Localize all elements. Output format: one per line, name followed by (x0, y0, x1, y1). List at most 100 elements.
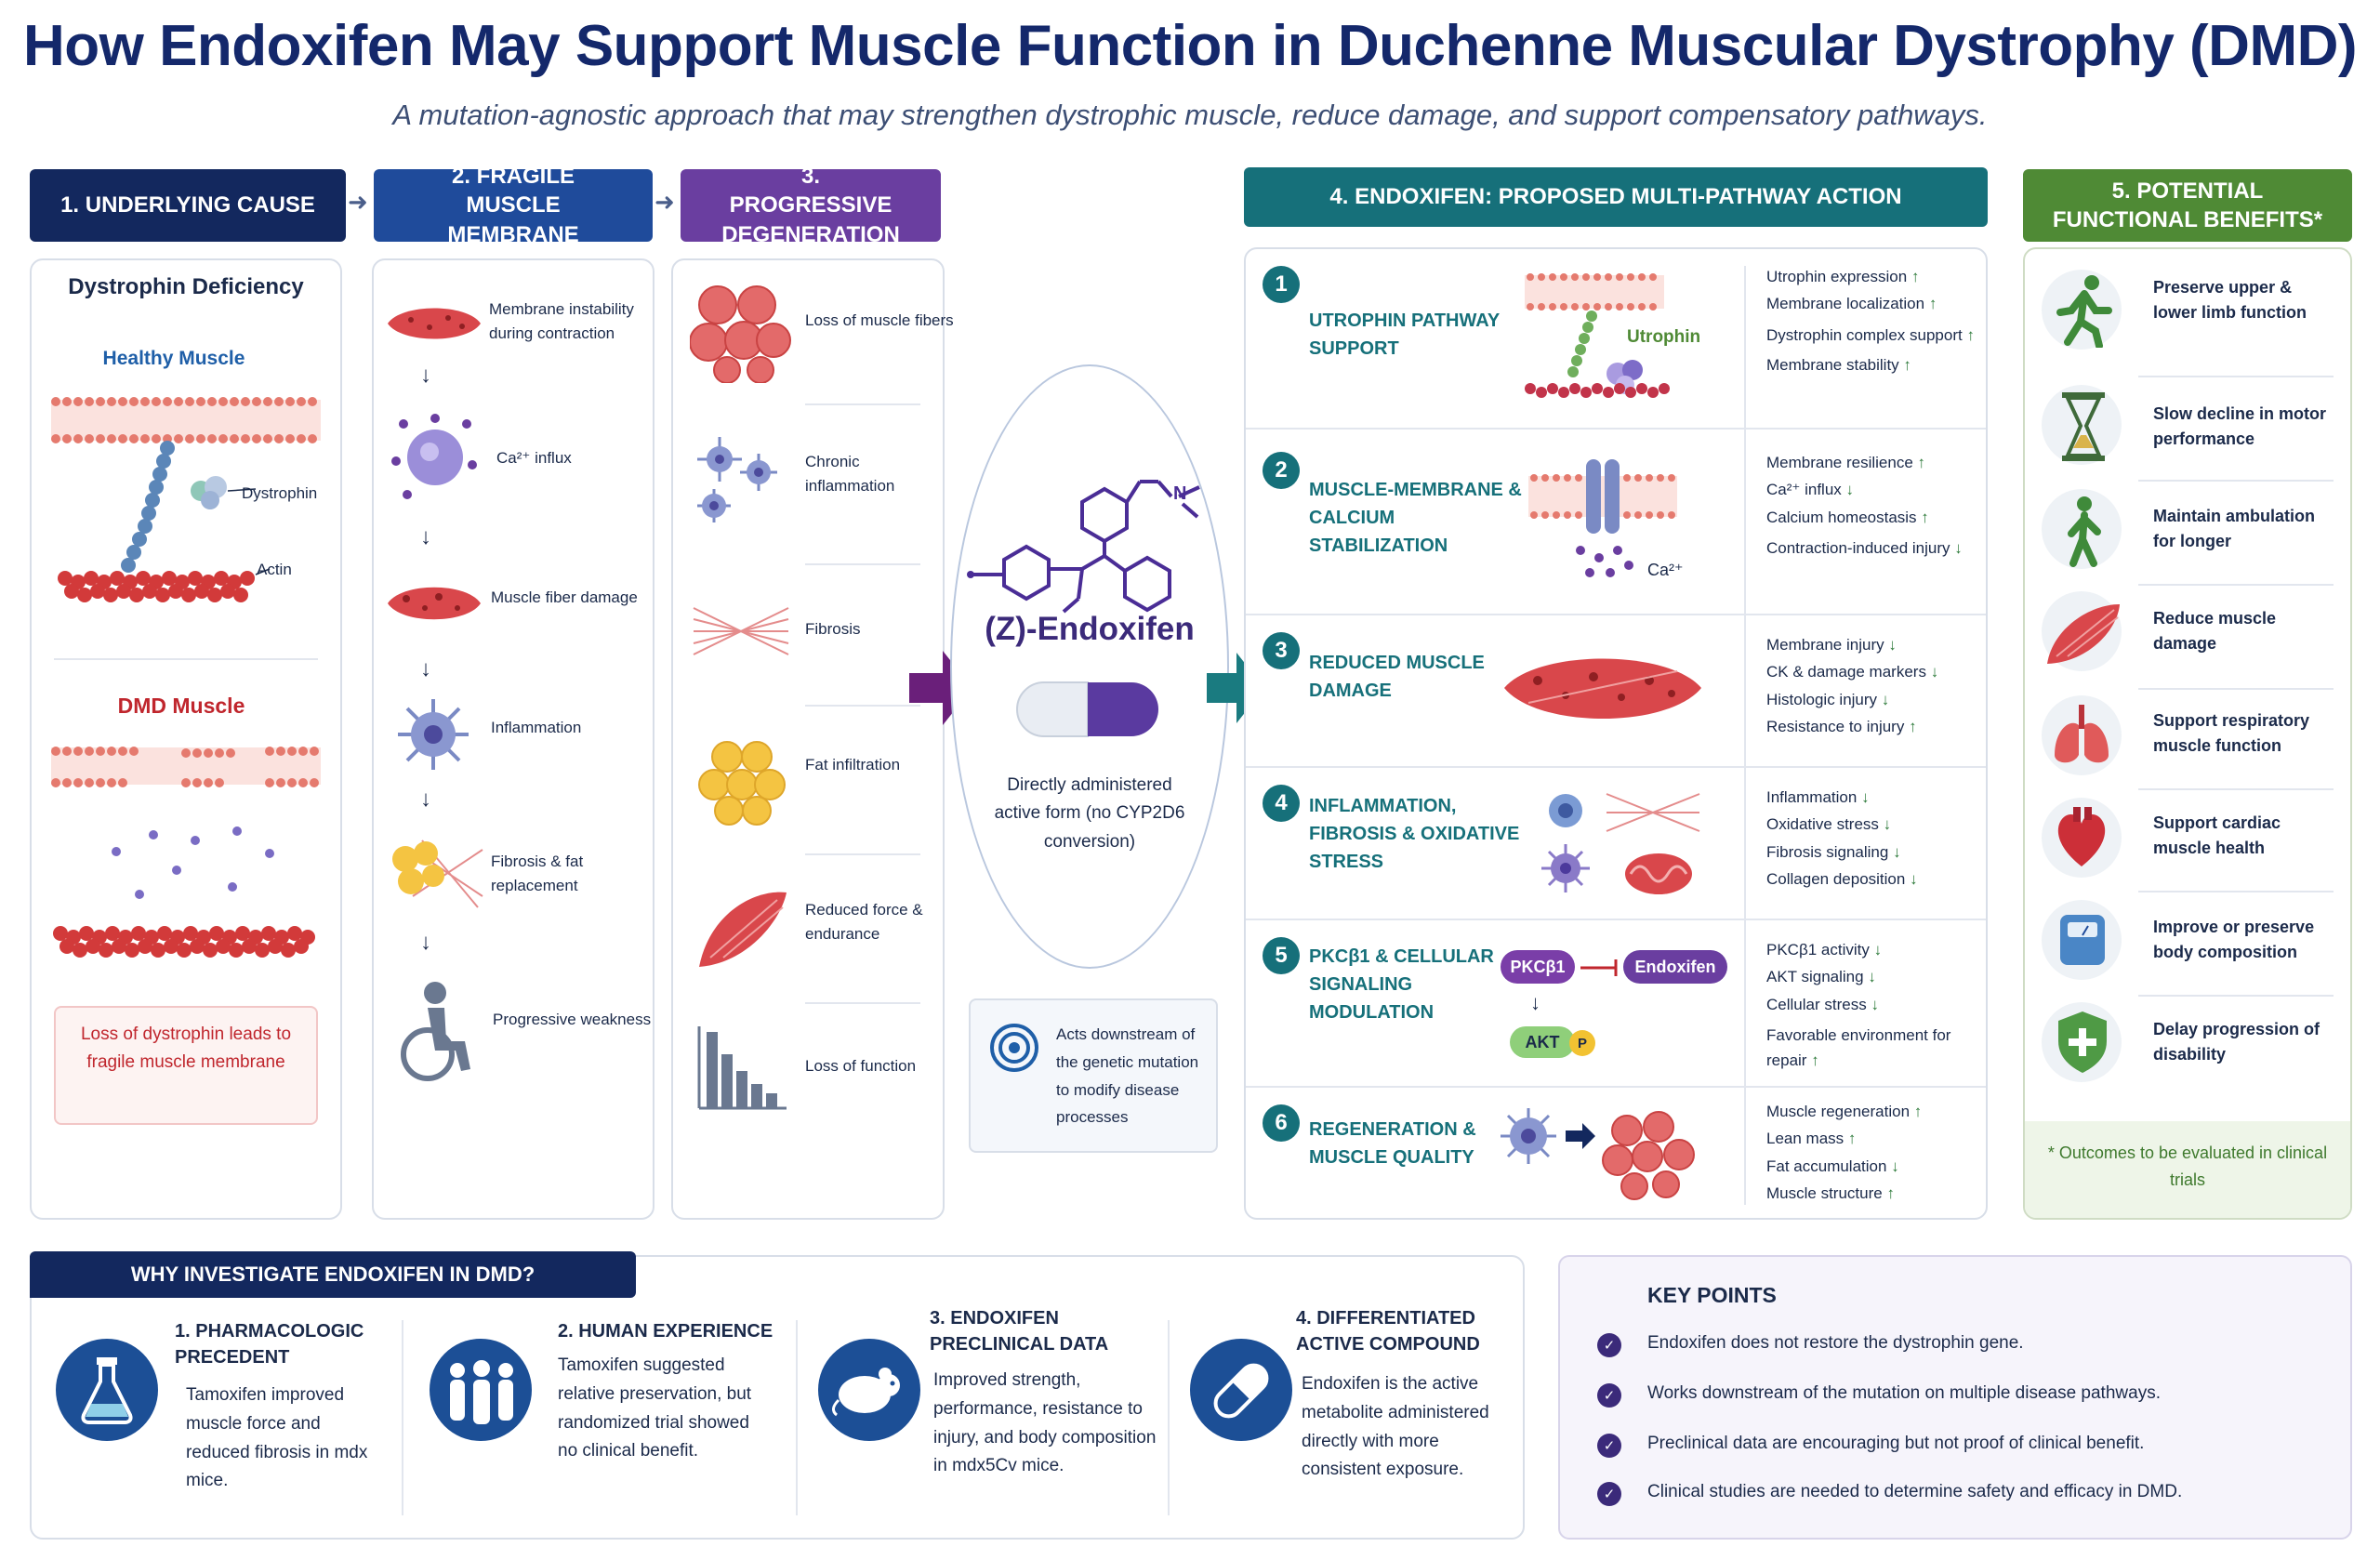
cause-note: Loss of dystrophin leads to fragile musc… (80, 1025, 292, 1073)
inflammation-fibrosis-illustration (1541, 793, 1700, 894)
degeneration-step-3: Fibrosis (805, 620, 861, 638)
down-arrow-icon: ↓ (1530, 991, 1540, 1014)
calcium-label: Ca²⁺ (1647, 561, 1684, 579)
row-divider (1246, 614, 1986, 615)
divider (805, 853, 920, 855)
calcium-channel-illustration (1528, 459, 1677, 577)
effect-item: Dystrophin complex support ↑ (1766, 325, 1975, 344)
divider (402, 1320, 403, 1515)
divider (805, 563, 920, 565)
pathway-number-1: 1 (1263, 266, 1300, 303)
damaged-membrane-heads (51, 747, 319, 787)
why-body-3: Improved strength, performance, resistan… (933, 1370, 1157, 1476)
down-arrow-icon: ↓ (420, 930, 431, 955)
divider (2138, 891, 2334, 892)
benefit-text-6: Support cardiac muscle health (2153, 813, 2281, 857)
downstream-note: Acts downstream of the genetic mutation … (1056, 1025, 1199, 1127)
benefit-text-7: Improve or preserve body composition (2153, 918, 2315, 961)
dystrophin-label: Dystrophin (242, 484, 318, 502)
membrane-instability-icon (388, 308, 481, 339)
membrane-step-2: Ca²⁺ influx (496, 449, 572, 467)
down-arrow-icon: ↓ (420, 363, 431, 388)
degeneration-step-6: Loss of function (805, 1057, 917, 1075)
membrane-step-3: Muscle fiber damage (491, 588, 638, 606)
why-title-1: 1. PHARMACOLOGIC PRECEDENT (175, 1321, 364, 1368)
effect-item: Muscle structure ↑ (1766, 1184, 1895, 1203)
pathway-number-2: 2 (1263, 452, 1300, 489)
effect-item: PKCβ1 activity ↓ (1766, 941, 1883, 958)
effect-item: AKT signaling ↓ (1766, 968, 1876, 986)
section-header-degeneration: 3. PROGRESSIVE DEGENERATION (681, 164, 941, 247)
fibrosis-fat-icon (392, 839, 483, 908)
down-arrow-icon: ↓ (420, 787, 431, 812)
damaged-muscle-fiber-illustration (1504, 658, 1701, 719)
people-icon (450, 1360, 513, 1424)
effect-item: Lean mass ↑ (1766, 1130, 1857, 1148)
effect-item: Utrophin expression ↑ (1766, 268, 1920, 285)
effect-item: Cellular stress ↓ (1766, 995, 1879, 1013)
pathway-number-6: 6 (1263, 1104, 1300, 1142)
running-person-icon (2056, 275, 2112, 348)
inhibition-line-icon (1580, 959, 1618, 976)
pathway-effects-2: Membrane resilience ↑ Ca²⁺ influx ↓ Calc… (1766, 454, 1980, 569)
benefits-note: * Outcomes to be evaluated in clinical t… (2047, 1144, 2328, 1189)
fat-infiltration-icon (698, 741, 786, 826)
divider (54, 658, 318, 660)
membrane-step-4: Inflammation (491, 719, 582, 736)
disrupted-actin (53, 926, 315, 958)
benefit-text-3: Maintain ambulation for longer (2153, 507, 2316, 550)
utrophin-illustration (1525, 273, 1670, 398)
membrane-bilayer (51, 397, 321, 443)
actin-label: Actin (257, 561, 292, 578)
divider (2138, 376, 2334, 377)
pkc-pill: PKCβ1 (1501, 950, 1575, 984)
key-point-4: Clinical studies are needed to determine… (1647, 1482, 2183, 1501)
pathway-title-1: UTROPHIN PATHWAY SUPPORT (1309, 311, 1500, 359)
why-body-2: Tamoxifen suggested relative preservatio… (558, 1355, 752, 1461)
dystrophin-complex (191, 476, 227, 509)
healthy-muscle-label: Healthy Muscle (102, 348, 245, 369)
effect-item: Fibrosis signaling ↓ (1766, 842, 1901, 861)
pathway-effects-1: Utrophin expression ↑ Membrane localizat… (1766, 268, 1980, 383)
capsule-icon (1016, 681, 1158, 737)
effect-item: Inflammation ↓ (1766, 788, 1870, 806)
capsule-icon (1213, 1363, 1269, 1419)
flask-icon (81, 1357, 133, 1424)
reduced-force-icon (699, 892, 787, 967)
divider (805, 705, 920, 707)
cause-note-box (54, 1006, 318, 1125)
effects-divider (1744, 266, 1746, 1205)
pathway-number-3: 3 (1263, 632, 1300, 669)
mouse-icon (832, 1368, 900, 1417)
down-arrow-icon: ↓ (420, 656, 431, 681)
effect-item: Resistance to injury ↑ (1766, 718, 1917, 736)
muscle-fibers-icon (690, 285, 791, 383)
pathway-number-4: 4 (1263, 785, 1300, 822)
divider (2138, 995, 2334, 997)
endoxifen-description: Directly administered active form (no CY… (994, 775, 1185, 852)
hourglass-icon (2062, 392, 2105, 461)
actin-filament (58, 571, 255, 602)
why-title-4: 4. DIFFERENTIATED ACTIVE COMPOUND (1296, 1308, 1480, 1355)
effect-item: Contraction-induced injury ↓ (1766, 539, 1963, 558)
key-points-heading: KEY POINTS (1647, 1283, 1777, 1307)
effect-item: Membrane stability ↑ (1766, 355, 1911, 374)
row-divider (1246, 919, 1986, 920)
degeneration-step-4: Fat infiltration (805, 756, 901, 773)
section-header-endoxifen: 4. ENDOXIFEN: PROPOSED MULTI-PATHWAY ACT… (1244, 167, 1988, 227)
degeneration-step-5: Reduced force & endurance (805, 901, 923, 943)
effect-item: Membrane resilience ↑ (1766, 454, 1926, 471)
benefit-text-2: Slow decline in motor performance (2153, 404, 2327, 448)
pathway-title-2: MUSCLE-MEMBRANE & CALCIUM STABILIZATION (1309, 480, 1522, 556)
checkmark-icon: ✓ (1597, 1333, 1621, 1357)
page-subtitle: A mutation-agnostic approach that may st… (392, 99, 1988, 131)
endoxifen-structure-icon (967, 480, 1200, 614)
pathway-effects-5: PKCβ1 activity ↓ AKT signaling ↓ Cellula… (1766, 941, 1980, 1082)
dmd-muscle-label: DMD Muscle (117, 694, 245, 718)
target-icon (990, 1024, 1038, 1072)
heart-icon (2057, 807, 2106, 866)
fiber-damage-icon (388, 587, 481, 620)
divider (2138, 584, 2334, 586)
row-divider (1246, 428, 1986, 430)
divider (2138, 480, 2334, 482)
